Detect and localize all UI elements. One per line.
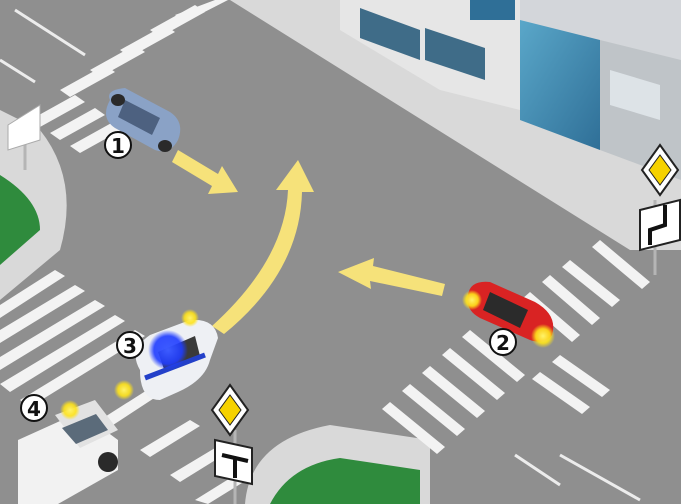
car-1-label: 1	[111, 134, 125, 158]
car-2-label: 2	[496, 331, 510, 355]
car-3-label: 3	[123, 334, 137, 358]
car-2-badge: 2	[490, 329, 516, 355]
car-3-badge: 3	[117, 332, 143, 358]
car-1-badge: 1	[105, 132, 131, 158]
car-4-badge: 4	[21, 395, 47, 421]
car-4-label: 4	[27, 397, 41, 421]
